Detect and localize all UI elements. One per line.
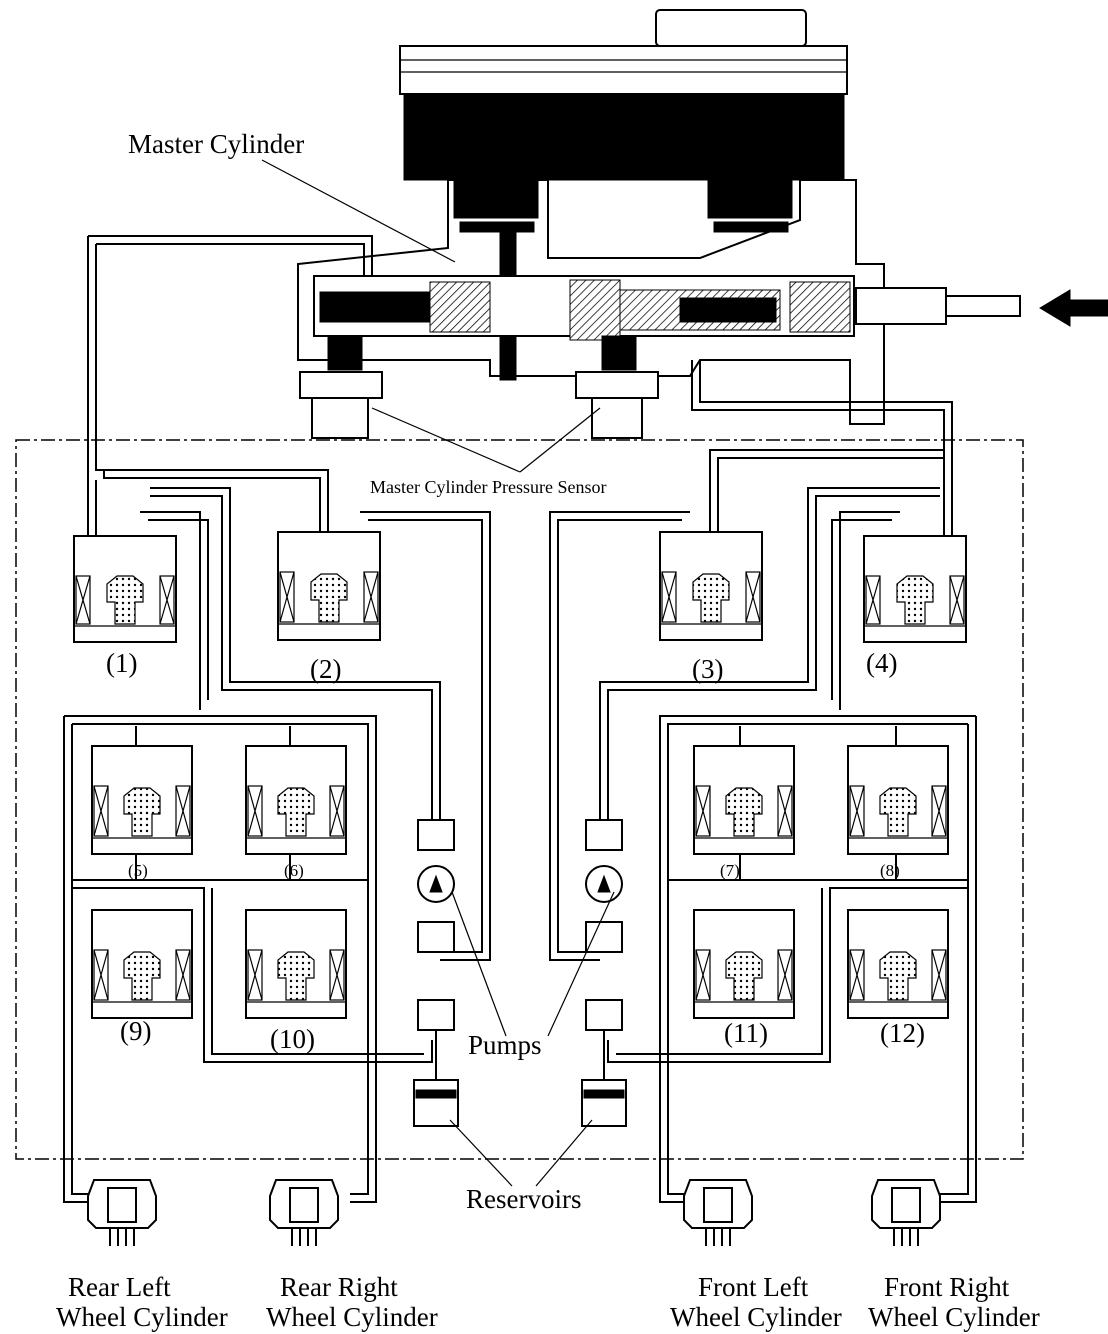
valve-label-9: (9) — [120, 1016, 151, 1046]
valve-label-5: (5) — [128, 861, 148, 880]
valve-label-7: (7) — [720, 861, 740, 880]
reservoirs-label: Reservoirs — [466, 1184, 581, 1214]
solenoid-valve-9 — [91, 909, 193, 1019]
wheel-cylinders — [87, 1179, 941, 1246]
solenoid-valve-6 — [245, 745, 347, 855]
solenoid-valve-2 — [277, 531, 381, 641]
valve-label-1: (1) — [106, 648, 137, 678]
valve-label-6: (6) — [284, 861, 304, 880]
solenoid-valve-3 — [659, 531, 763, 641]
pressure-sensor-label: Master Cylinder Pressure Sensor — [370, 477, 606, 497]
pump-right — [585, 819, 623, 1031]
solenoid-valve-11 — [693, 909, 795, 1019]
wheel-cylinder-3 — [683, 1179, 753, 1246]
valve-label-10: (10) — [270, 1024, 315, 1054]
wheel-cylinder-2 — [269, 1179, 339, 1246]
solenoid-valve-1 — [73, 535, 177, 643]
solenoid-valve-4 — [863, 535, 967, 643]
master-cylinder-assembly — [297, 9, 1108, 439]
left-circuit-pipes — [63, 235, 491, 1203]
pump-left — [417, 819, 455, 1031]
wheel-fr-label-1: Front Right — [884, 1272, 1010, 1302]
reservoir-left — [413, 1079, 459, 1127]
master-cylinder-label: Master Cylinder — [128, 129, 304, 159]
right-circuit-pipes — [549, 360, 977, 1203]
wheel-rl-label-2: Wheel Cylinder — [56, 1302, 228, 1332]
wheel-rl-label-1: Rear Left — [68, 1272, 171, 1302]
wheel-cylinder-1 — [87, 1179, 157, 1246]
valve-label-2: (2) — [310, 654, 341, 684]
valve-label-3: (3) — [692, 654, 723, 684]
solenoid-valves — [73, 531, 967, 1019]
hydraulic-unit-boundary — [15, 439, 1024, 1160]
wheel-fl-label-2: Wheel Cylinder — [670, 1302, 842, 1332]
valve-label-11: (11) — [724, 1018, 768, 1048]
solenoid-valve-8 — [847, 745, 949, 855]
solenoid-valve-12 — [847, 909, 949, 1019]
reservoir-right — [581, 1079, 627, 1127]
valve-label-12: (12) — [880, 1018, 925, 1048]
pumps-label: Pumps — [468, 1030, 542, 1060]
pedal-force-arrow-icon — [1039, 289, 1108, 327]
valve-label-8: (8) — [880, 861, 900, 880]
wheel-rr-label-1: Rear Right — [280, 1272, 398, 1302]
wheel-fl-label-1: Front Left — [698, 1272, 809, 1302]
solenoid-valve-5 — [91, 745, 193, 855]
solenoid-valve-10 — [245, 909, 347, 1019]
wheel-cylinder-4 — [871, 1179, 941, 1246]
valve-label-4: (4) — [866, 648, 897, 678]
wheel-fr-label-2: Wheel Cylinder — [868, 1302, 1040, 1332]
solenoid-valve-7 — [693, 745, 795, 855]
wheel-rr-label-2: Wheel Cylinder — [266, 1302, 438, 1332]
master-cylinder-leader — [261, 159, 456, 263]
